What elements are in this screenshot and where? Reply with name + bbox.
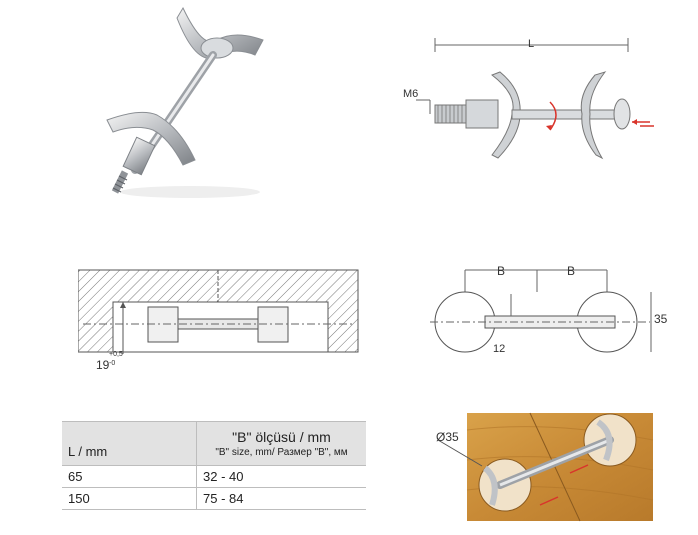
installation-section-drawing — [78, 269, 359, 354]
diameter-label: Ø35 — [436, 430, 459, 444]
row-1-b: 32 - 40 — [196, 465, 366, 488]
height-35-label: 35 — [654, 312, 668, 326]
row-2-b: 75 - 84 — [196, 487, 366, 510]
row-1-l: 65 — [68, 469, 83, 484]
col-l-header: L / mm — [62, 421, 197, 466]
table-row: 150 75 - 84 — [62, 487, 366, 510]
table-header-row: L / mm "B" ölçüsü / mm "B" size, mm/ Раз… — [62, 421, 366, 466]
connector-product-photo — [106, 6, 264, 198]
col-b-header: "B" ölçüsü / mm "B" size, mm/ Размер "B"… — [196, 421, 366, 466]
connector-side-drawing — [416, 38, 654, 160]
col-b-header-line2: "B" size, mm/ Размер "B", мм — [215, 447, 348, 458]
row-2-l: 150 — [68, 491, 90, 506]
thread-label: M6 — [403, 88, 419, 100]
col-b-header-line1: "B" ölçüsü / mm — [232, 429, 331, 445]
spec-table: L / mm "B" ölçüsü / mm "B" size, mm/ Раз… — [62, 421, 366, 510]
depth-tolerance-plus: +0,5 — [109, 351, 123, 358]
length-label: L — [528, 38, 535, 50]
installed-connector-photo — [437, 412, 654, 522]
connector-plan-drawing — [430, 269, 652, 353]
depth-tolerance-minus: -0 — [109, 360, 116, 367]
table-row: 65 32 - 40 — [62, 465, 366, 488]
depth-value: 19 — [96, 358, 110, 372]
b-left-label: B — [497, 264, 506, 278]
b-right-label: B — [567, 264, 576, 278]
height-12-label: 12 — [493, 343, 506, 355]
